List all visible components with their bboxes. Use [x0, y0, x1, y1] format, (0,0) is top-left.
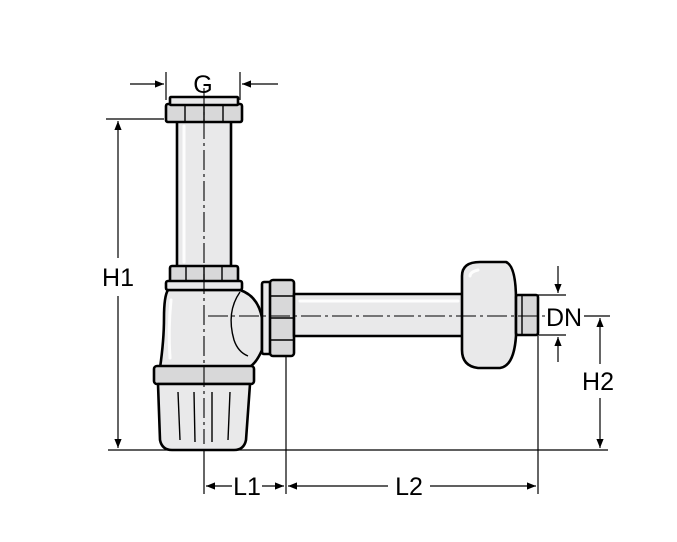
- rosette-body: [460, 260, 518, 370]
- trap-cup: [158, 288, 264, 370]
- label-l1: L1: [233, 473, 261, 501]
- horizontal-outlet-pipe: [292, 292, 466, 338]
- label-h1: H1: [102, 264, 134, 292]
- label-g: G: [193, 71, 212, 99]
- elbow-curve: [230, 291, 249, 357]
- outlet-nut: [260, 278, 296, 358]
- label-l2: L2: [395, 473, 423, 501]
- wall-rosette: [460, 260, 540, 370]
- dimension-lines: [106, 72, 610, 494]
- cap-ribs: [177, 391, 231, 443]
- dimension-labels: G H1 DN H2 L1 L2: [102, 71, 614, 501]
- wall-pipe-stub: [514, 293, 540, 337]
- label-h2: H2: [582, 368, 614, 396]
- center-lines: [203, 88, 550, 444]
- trap-body: [152, 288, 264, 452]
- label-dn: DN: [546, 304, 582, 332]
